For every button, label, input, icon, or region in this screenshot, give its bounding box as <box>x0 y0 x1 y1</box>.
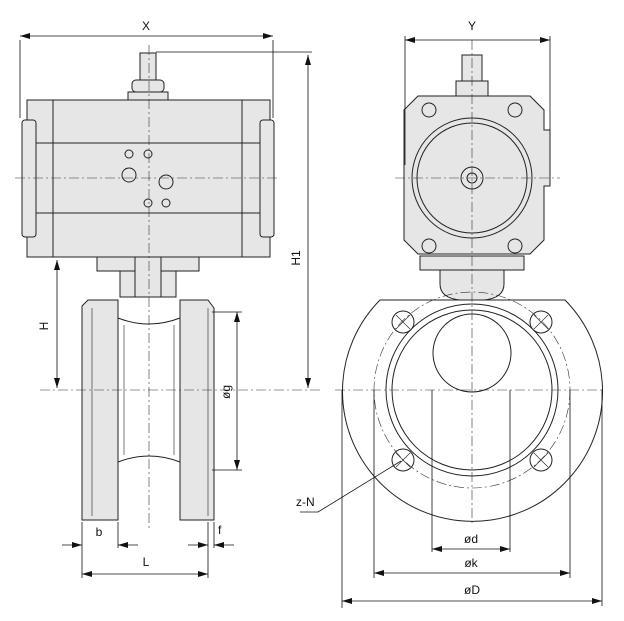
label-oD: øD <box>464 583 480 597</box>
label-od: ød <box>464 532 478 546</box>
right-actuator <box>403 54 551 301</box>
right-flange <box>342 291 603 522</box>
bolt-holes <box>391 310 553 472</box>
label-h1: H1 <box>289 250 303 266</box>
zn-leader <box>300 460 402 513</box>
left-actuator <box>21 52 275 298</box>
label-b: b <box>96 525 103 539</box>
label-y: Y <box>468 19 476 33</box>
label-l: L <box>143 555 150 569</box>
left-valve-body <box>81 299 215 521</box>
label-ok: øk <box>464 556 478 570</box>
label-zn: z-N <box>296 495 315 509</box>
label-f: f <box>218 523 222 537</box>
label-h: H <box>37 322 51 331</box>
label-og: øg <box>219 385 233 399</box>
label-x: X <box>142 19 150 33</box>
